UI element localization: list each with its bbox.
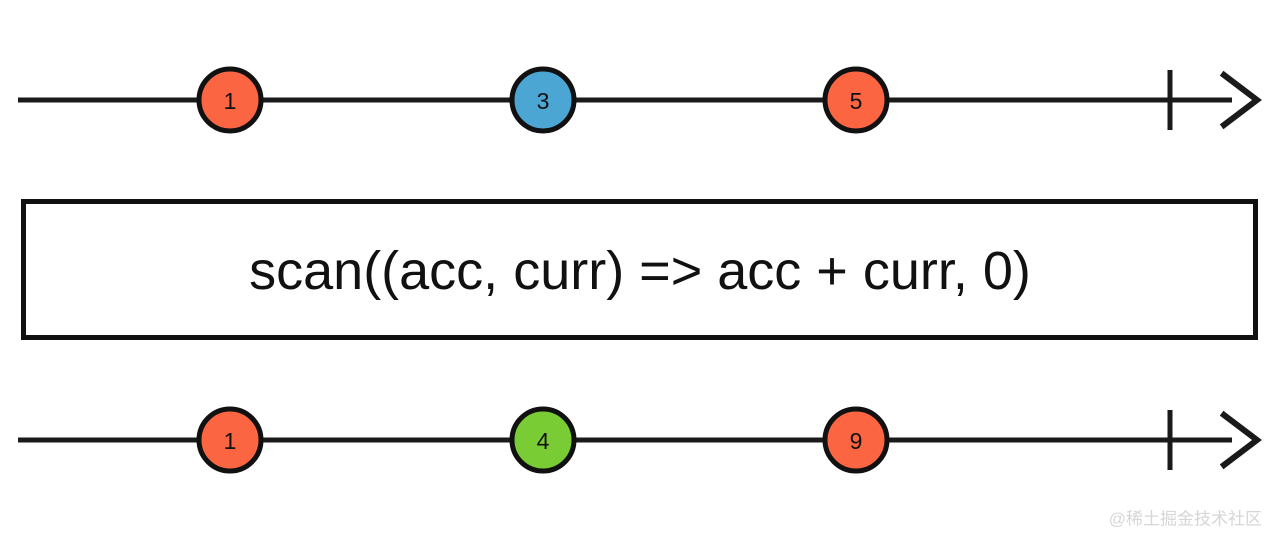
marble-source-1-circle[interactable] (196, 66, 264, 134)
result-timeline-group: 1 4 9 (18, 406, 1262, 474)
operator-box-rect[interactable] (21, 199, 1258, 340)
marble-source-5[interactable]: 5 (822, 66, 890, 134)
operator-box[interactable]: scan((acc, curr) => acc + curr, 0) (21, 199, 1258, 340)
marble-source-3[interactable]: 3 (509, 66, 577, 134)
marble-result-1-circle[interactable] (196, 406, 264, 474)
marble-result-4-circle[interactable] (509, 406, 577, 474)
result-arrow-head-icon (1219, 410, 1262, 470)
marble-result-9[interactable]: 9 (822, 406, 890, 474)
marble-source-1[interactable]: 1 (196, 66, 264, 134)
operator-label: scan((acc, curr) => acc + curr, 0) (249, 241, 1031, 301)
watermark: @稀土掘金技术社区 (1109, 510, 1262, 529)
marble-source-3-circle[interactable] (509, 66, 577, 134)
marble-source-5-circle[interactable] (822, 66, 890, 134)
marble-result-1[interactable]: 1 (196, 406, 264, 474)
source-timeline-group: 1 3 5 (18, 66, 1262, 134)
marble-result-4[interactable]: 4 (509, 406, 577, 474)
marble-result-9-circle[interactable] (822, 406, 890, 474)
source-arrow-head-icon (1219, 70, 1262, 130)
